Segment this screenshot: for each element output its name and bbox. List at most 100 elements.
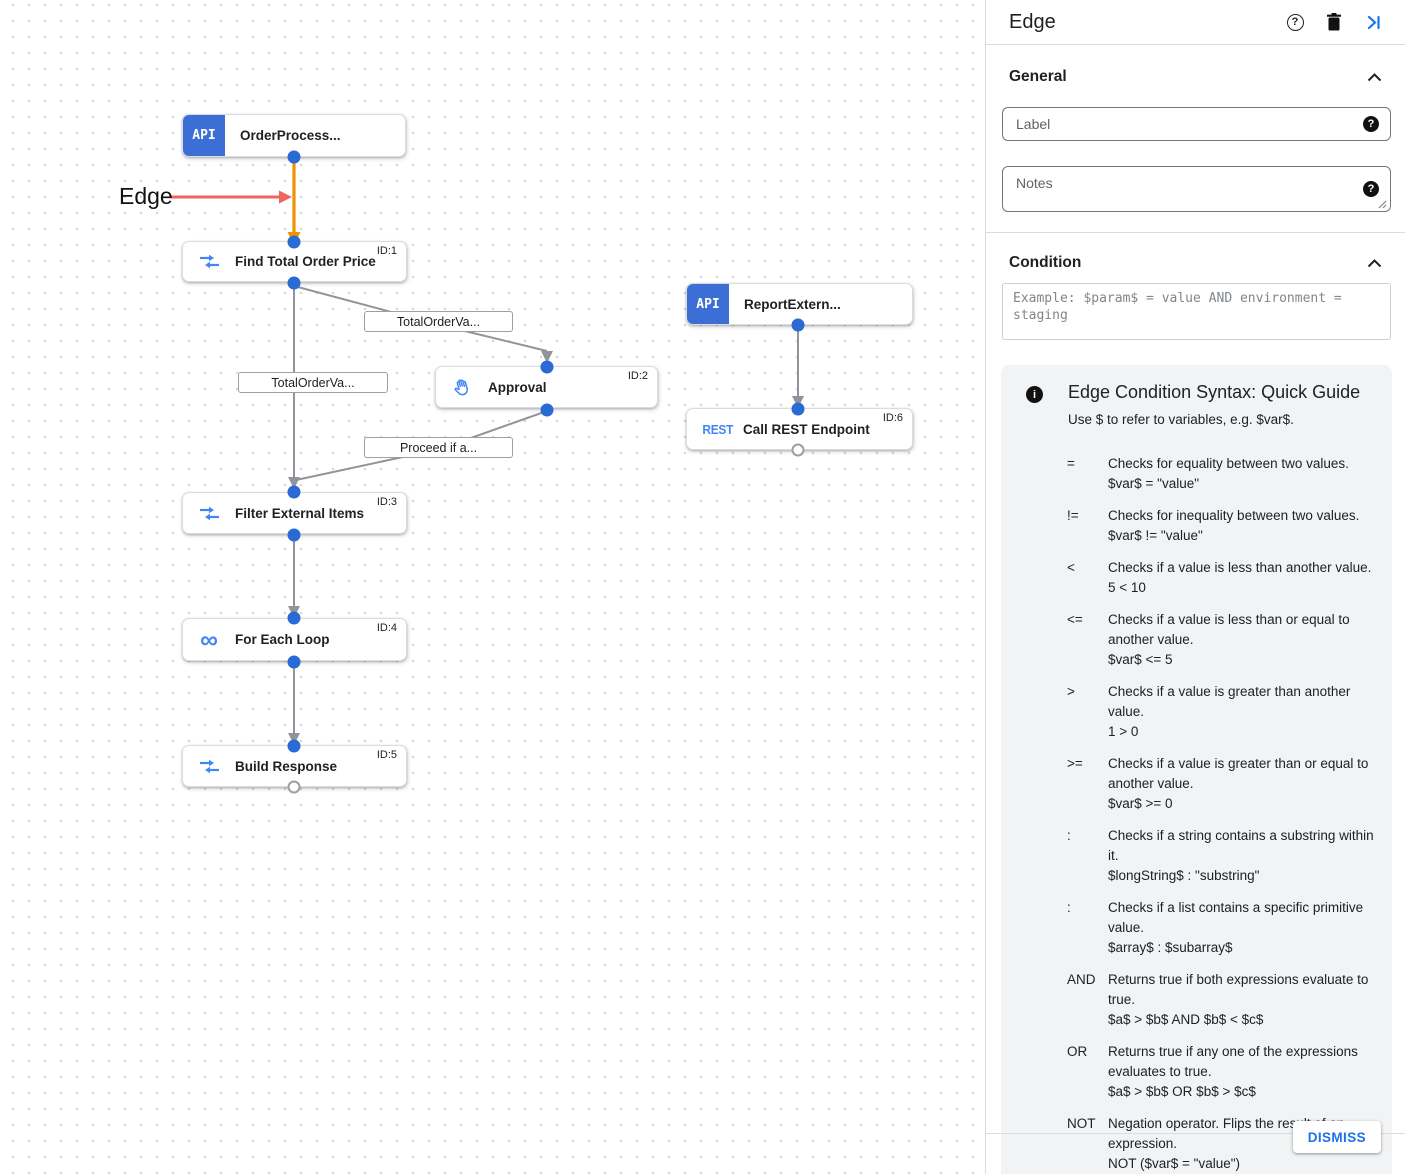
annotation-edge-text: Edge: [119, 183, 173, 209]
notes-input[interactable]: [1016, 175, 1379, 207]
guide-intro: Use $ to refer to variables, e.g. $var$.: [1068, 412, 1294, 427]
guide-description: Checks for inequality between two values…: [1108, 508, 1360, 523]
node-label: ReportExtern...: [744, 296, 841, 312]
node-label: OrderProcess...: [240, 128, 341, 143]
guide-example: $a$ > $b$ AND $b$ < $c$: [1108, 1012, 1264, 1027]
workflow-canvas[interactable]: API OrderProcess... Find Total Order Pri…: [0, 0, 985, 1174]
guide-row: =Checks for equality between two values.…: [1067, 454, 1376, 494]
selected-edge[interactable]: [287, 159, 301, 245]
task-id-badge: ID:5: [376, 749, 397, 761]
loop-icon: ∞: [200, 625, 218, 654]
guide-description: Negation operator. Flips the result of a…: [1108, 1116, 1345, 1151]
notes-help-icon[interactable]: ?: [1363, 181, 1379, 197]
node-label: Filter External Items: [235, 505, 365, 521]
data-mapping-icon: [197, 754, 221, 778]
guide-operator: OR: [1067, 1044, 1088, 1059]
guide-operator: <=: [1067, 612, 1083, 627]
guide-operator: !=: [1067, 508, 1079, 523]
guide-row: AND Returns true if both expressions eval…: [1067, 970, 1376, 1030]
data-mapping-icon: [197, 501, 221, 525]
task-id-badge: ID:1: [376, 245, 397, 257]
label-field: ?: [1002, 107, 1391, 141]
notes-field: ?: [1002, 166, 1391, 212]
task-id-badge: ID:2: [627, 370, 648, 382]
guide-description: Checks for equality between two values.: [1108, 456, 1349, 471]
collapse-panel-icon[interactable]: [1363, 12, 1383, 32]
guide-description: Checks if a value is less than another v…: [1108, 560, 1372, 575]
guide-description: Checks if a value is greater than anothe…: [1108, 684, 1351, 719]
guide-title: Edge Condition Syntax: Quick Guide: [1068, 382, 1361, 402]
guide-row: > Checks if a value is greater than anoth…: [1067, 682, 1376, 742]
node-find-total-order-price[interactable]: Find Total Order Price ID:1: [182, 241, 407, 282]
resize-grip-icon[interactable]: [1377, 199, 1387, 209]
delete-icon[interactable]: [1324, 12, 1344, 32]
guide-description: Returns true if both expressions evaluat…: [1108, 972, 1369, 1007]
node-label: Build Response: [235, 758, 338, 774]
guide-example: $var$ = "value": [1108, 476, 1200, 491]
condition-field: [1002, 283, 1391, 340]
api-trigger-icon: API: [687, 284, 729, 324]
guide-rows: =Checks for equality between two values.…: [1067, 454, 1376, 1174]
panel-title: Edge: [1009, 10, 1056, 33]
guide-description: Checks if a value is greater than or equ…: [1108, 756, 1369, 791]
help-icon[interactable]: ?: [1285, 12, 1305, 32]
panel-header: Edge ?: [986, 0, 1405, 45]
chevron-up-icon[interactable]: [1367, 72, 1382, 82]
section-general-title: General: [1009, 68, 1067, 85]
node-call-rest-endpoint[interactable]: REST Call REST Endpoint ID:6: [686, 408, 913, 450]
guide-operator: :: [1067, 900, 1071, 915]
guide-row: OR Returns true if any one of the express…: [1067, 1042, 1376, 1102]
label-input[interactable]: [1016, 116, 1363, 132]
edge-condition-label[interactable]: Proceed if a...: [364, 437, 513, 458]
dismiss-button[interactable]: DISMISS: [1292, 1121, 1381, 1153]
guide-example: NOT ($var$ = "value"): [1108, 1156, 1241, 1171]
annotation-arrow: [171, 190, 292, 204]
node-approval[interactable]: Approval ID:2: [435, 366, 658, 408]
guide-example: $var$ != "value": [1108, 528, 1203, 543]
section-general-header[interactable]: General: [1009, 68, 1382, 86]
task-id-badge: ID:4: [376, 622, 397, 634]
guide-example: $longString$ : "substring": [1108, 868, 1260, 883]
api-trigger-icon: API: [183, 115, 225, 156]
guide-row: != Checks for inequality between two valu…: [1067, 506, 1376, 546]
task-id-badge: ID:6: [882, 412, 903, 424]
label-help-icon[interactable]: ?: [1363, 116, 1379, 132]
section-condition-header[interactable]: Condition: [1009, 254, 1382, 272]
guide-description: Returns true if any one of the expressio…: [1108, 1044, 1358, 1079]
rest-icon: REST: [702, 421, 733, 437]
node-for-each-loop[interactable]: ∞ For Each Loop ID:4: [182, 618, 407, 661]
guide-row: <= Checks if a value is less than or equa…: [1067, 610, 1376, 670]
node-label: Call REST Endpoint: [743, 421, 870, 437]
edge-condition-label[interactable]: TotalOrderVa...: [238, 372, 388, 393]
footer-divider: [986, 1133, 1405, 1134]
guide-operator: AND: [1067, 972, 1096, 987]
guide-example: $var$ <= 5: [1108, 652, 1173, 667]
node-order-process-trigger[interactable]: API OrderProcess...: [182, 114, 406, 157]
guide-row: >= Checks if a value is greater than or e…: [1067, 754, 1376, 814]
guide-operator: :: [1067, 828, 1071, 843]
guide-operator: >=: [1067, 756, 1083, 771]
guide-example: $a$ > $b$ OR $b$ > $c$: [1108, 1084, 1256, 1099]
guide-operator: >: [1067, 684, 1075, 699]
approval-hand-icon: [450, 375, 474, 399]
task-id-badge: ID:3: [376, 496, 397, 508]
edge-config-panel: Edge ?: [985, 0, 1405, 1174]
data-mapping-icon: [197, 250, 221, 274]
guide-description: Checks if a value is less than or equal …: [1108, 612, 1350, 647]
guide-example: $var$ >= 0: [1108, 796, 1173, 811]
node-report-extern-trigger[interactable]: API ReportExtern...: [686, 283, 913, 325]
guide-example: 5 < 10: [1108, 580, 1146, 595]
section-divider: [986, 232, 1405, 233]
edges-layer: [171, 150, 805, 794]
guide-operator: NOT: [1067, 1116, 1096, 1131]
chevron-up-icon[interactable]: [1367, 258, 1382, 268]
node-label: Approval: [488, 379, 547, 395]
node-filter-external-items[interactable]: Filter External Items ID:3: [182, 492, 407, 534]
guide-example: $array$ : $subarray$: [1108, 940, 1233, 955]
node-label: Find Total Order Price: [235, 254, 376, 269]
node-build-response[interactable]: Build Response ID:5: [182, 745, 407, 787]
condition-input[interactable]: [1013, 291, 1380, 332]
guide-example: 1 > 0: [1108, 724, 1139, 739]
guide-description: Checks if a string contains a substring …: [1108, 828, 1374, 863]
edge-condition-label[interactable]: TotalOrderVa...: [364, 311, 513, 332]
